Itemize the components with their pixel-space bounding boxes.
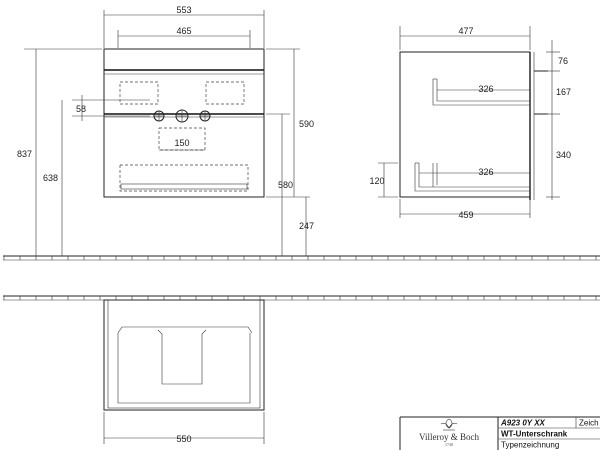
dim-front-width-inner: 465 — [176, 26, 191, 36]
dim-hole-spacing: 150 — [174, 138, 189, 148]
dim-side-depth-total: 477 — [458, 26, 473, 36]
front-dimensions: 553 465 150 58 837 638 590 580 247 — [17, 5, 314, 256]
dim-top-to-holes: 58 — [76, 104, 86, 114]
dim-floor-clearance: 247 — [299, 221, 314, 231]
dim-floor-to-holes: 638 — [43, 173, 58, 183]
dim-side-top-offset: 76 — [558, 56, 568, 66]
logo-brand: Villeroy & Boch — [419, 432, 479, 442]
product-name: WT-Unterschrank — [501, 430, 568, 439]
dim-side-bottom-offset: 120 — [369, 176, 384, 186]
dim-drawer-depth-lower: 326 — [478, 167, 493, 177]
dim-floor-to-top-rail: 580 — [278, 180, 293, 190]
zeichnung-label: Zeich — [579, 419, 599, 428]
wall-band-lower — [3, 295, 600, 301]
drawing-type: Typenzeichnung — [501, 441, 559, 450]
dim-drawer-depth-upper: 326 — [478, 84, 493, 94]
dim-side-depth-inner: 459 — [458, 210, 473, 220]
article-number: A923 0Y XX — [500, 419, 546, 428]
title-block: A923 0Y XX Zeich WT-Unterschrank Typenze… — [399, 416, 600, 450]
side-dimensions: 477 459 326 326 76 167 340 120 — [369, 26, 571, 220]
plan-view: 550 — [103, 299, 265, 444]
villeroy-boch-logo: Villeroy & Boch 1748 — [419, 418, 479, 447]
side-cabinet-outline — [399, 51, 531, 198]
tap-holes — [153, 109, 211, 123]
side-view — [399, 51, 548, 200]
dim-side-upper-drawer: 167 — [556, 87, 571, 97]
dim-side-lower-drawer: 340 — [556, 150, 571, 160]
front-cabinet-outline — [103, 48, 265, 198]
dim-front-width-total: 553 — [176, 5, 191, 15]
wall-band-upper — [3, 255, 600, 261]
dim-cabinet-height: 590 — [299, 119, 314, 129]
front-view — [103, 48, 265, 198]
dim-total-height: 837 — [17, 149, 32, 159]
ornament-icon — [440, 418, 458, 431]
dim-plan-width: 550 — [176, 434, 191, 444]
logo-year: 1748 — [445, 442, 453, 447]
